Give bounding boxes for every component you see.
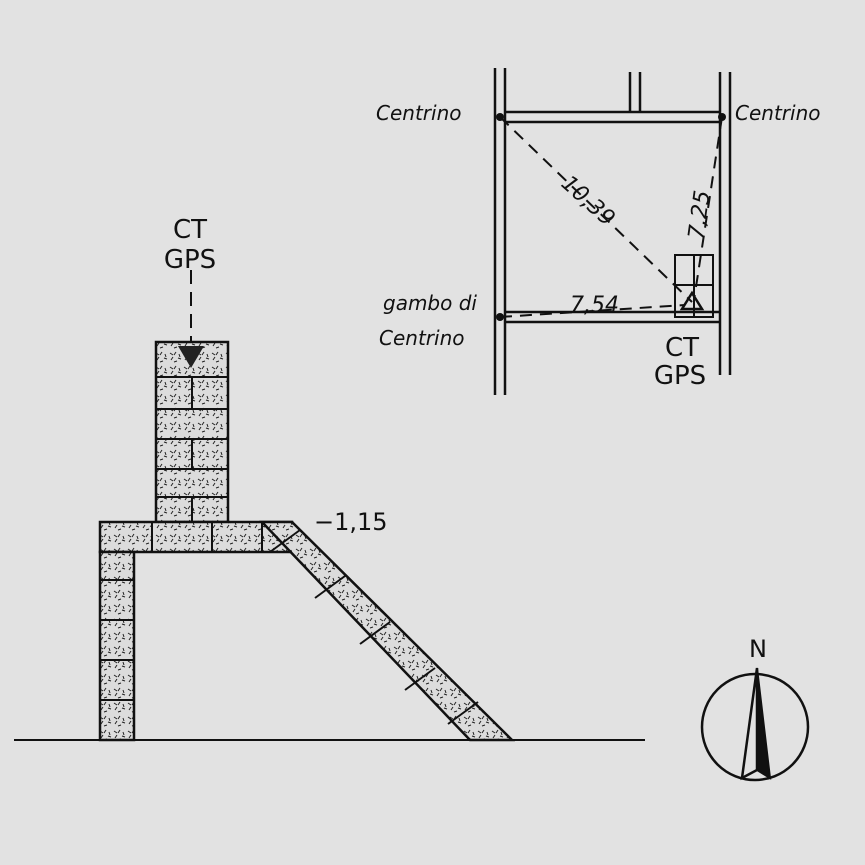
label-corner-bottom-left-1: gambo di bbox=[383, 291, 477, 315]
label-diagonal-distance: 10,39 bbox=[556, 171, 620, 232]
plan-marker-label-gps: GPS bbox=[654, 361, 706, 391]
beam bbox=[98, 520, 294, 554]
plan-marker-label-ct: CT bbox=[665, 333, 699, 363]
measurement-lines bbox=[499, 116, 723, 318]
plan-walls bbox=[493, 68, 732, 395]
elevation-marker-triangle bbox=[178, 346, 204, 368]
plan-marker-triangle bbox=[679, 290, 705, 311]
level-annotation: −1,15 bbox=[314, 508, 388, 536]
plan-marker-box bbox=[674, 254, 714, 318]
diagonal-strut bbox=[259, 520, 516, 742]
pillar bbox=[154, 340, 230, 524]
label-corner-top-right: Centrino bbox=[735, 101, 820, 125]
label-right-distance: 7,25 bbox=[684, 189, 716, 241]
label-bottom-distance: 7,54 bbox=[570, 293, 619, 318]
compass-north-label: N bbox=[749, 635, 767, 663]
elevation-marker-label-ct: CT bbox=[173, 215, 207, 245]
elevation-view: CT GPS bbox=[14, 215, 645, 742]
elevation-marker-label-gps: GPS bbox=[164, 245, 216, 275]
label-corner-top-left: Centrino bbox=[376, 101, 461, 125]
plan-view: Centrino Centrino gambo di Centrino 10,3… bbox=[376, 68, 820, 395]
north-compass: N bbox=[700, 635, 810, 782]
compass-needle-icon bbox=[740, 667, 759, 781]
label-corner-bottom-left-2: Centrino bbox=[379, 326, 464, 350]
left-leg bbox=[98, 550, 136, 742]
